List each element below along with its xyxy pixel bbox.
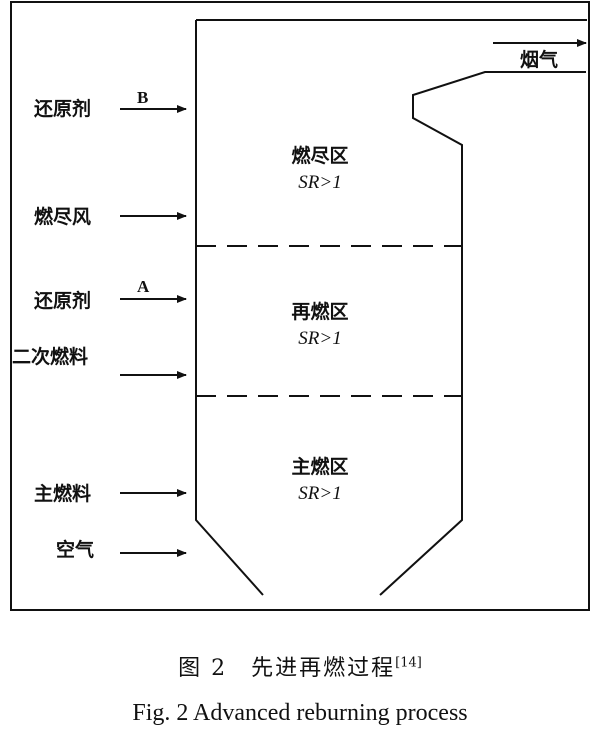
caption-chinese-text: 图 2 先进再燃过程 xyxy=(178,656,396,681)
secondary-fuel-label: 二次燃料 xyxy=(12,345,88,368)
zone-primary-name: 主燃区 xyxy=(291,455,348,478)
flue-gas-label: 烟气 xyxy=(520,48,558,71)
furnace-outline xyxy=(195,19,587,596)
reductant-b-label: 还原剂 xyxy=(33,97,91,120)
reburning-diagram: 燃尽区 SR>1 再燃区 SR>1 主燃区 SR>1 烟气 还原剂 B 燃尽风 … xyxy=(10,1,590,611)
zone-burnout-name: 燃尽区 xyxy=(291,144,348,167)
burnout-air-label: 燃尽风 xyxy=(34,205,91,228)
reductant-a-label: 还原剂 xyxy=(33,289,91,312)
zone-reburn-name: 再燃区 xyxy=(291,300,348,323)
primary-fuel-label: 主燃料 xyxy=(34,482,91,505)
reductant-a-letter: A xyxy=(137,277,150,296)
caption-chinese: 图 2 先进再燃过程[14] xyxy=(0,650,600,682)
zone-primary-sr: SR>1 xyxy=(298,483,341,504)
figure-border xyxy=(10,1,590,611)
caption-reference: [14] xyxy=(395,655,422,671)
reductant-b-letter: B xyxy=(137,88,148,107)
caption-english: Fig. 2 Advanced reburning process xyxy=(132,700,468,726)
zone-burnout-sr: SR>1 xyxy=(298,172,341,193)
air-label: 空气 xyxy=(56,538,94,561)
zone-reburn-sr: SR>1 xyxy=(298,328,341,349)
